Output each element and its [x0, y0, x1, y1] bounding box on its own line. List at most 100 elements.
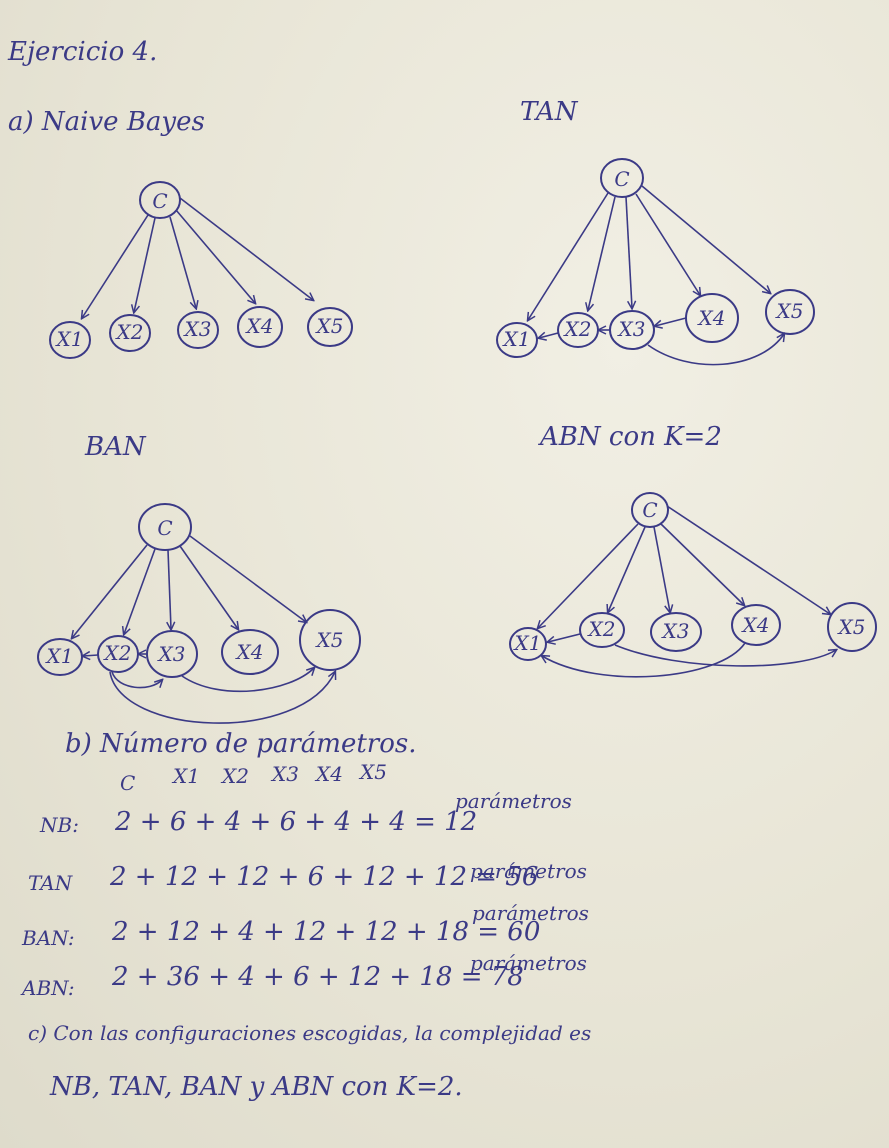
- tan-edge-c-x1: [528, 192, 609, 320]
- ban-x5-label: X5: [315, 628, 344, 652]
- nb-node-x4: [237, 306, 283, 348]
- tan-x4-label: X4: [697, 306, 726, 330]
- nb-x2-label: X2: [115, 320, 144, 344]
- network-title-ban: BAN: [84, 432, 147, 462]
- tan-network: C X1 X2 X3 X4 X5: [496, 158, 815, 366]
- tan-edge-x2-x1: [539, 333, 559, 338]
- ban-edge-x2-x1: [83, 655, 99, 656]
- ban-node-x4: [221, 629, 279, 675]
- row-expression: 2 + 12 + 4 + 12 + 12 + 18 = 60: [111, 917, 540, 947]
- abn-edge-c-x4: [660, 523, 744, 605]
- ban-network: C X1 X2 X3 X4 X5: [37, 503, 361, 724]
- ban-edge-c-x3: [168, 549, 171, 629]
- tan-edge-x4-x3: [655, 317, 687, 326]
- nb-edges: [82, 197, 313, 318]
- tan-x2-label: X2: [563, 317, 592, 341]
- nb-node-x3: [177, 311, 219, 349]
- row-expression: 2 + 36 + 4 + 6 + 12 + 18 = 78: [111, 962, 524, 992]
- parameter-column-headers: C X1 X2 X3 X4 X5: [120, 760, 387, 795]
- row-unit: parámetros: [470, 951, 587, 975]
- row-label: TAN: [28, 871, 74, 895]
- abn-node-x5: [827, 602, 877, 652]
- row-label: BAN:: [21, 926, 75, 950]
- tan-edge-c-x4: [635, 193, 700, 295]
- col-header-x4: X4: [314, 762, 343, 786]
- network-title-abn: ABN con K=2: [538, 422, 722, 452]
- ban-edge-c-x5: [189, 535, 306, 622]
- ban-edge-c-x1: [72, 544, 148, 638]
- network-title-tan: TAN: [520, 97, 579, 127]
- abn-edge-c-x3: [653, 526, 670, 612]
- abn-edge-x4-x1: [542, 642, 746, 678]
- col-header-x2: X2: [220, 764, 249, 788]
- naive-bayes-network: C X1 X2 X3 X4 X5: [49, 181, 353, 359]
- abn-x5-label: X5: [837, 615, 866, 639]
- nb-edge-c-x1: [82, 214, 149, 318]
- nb-edge-c-x2: [134, 217, 156, 312]
- nb-edge-c-x5: [179, 197, 313, 300]
- nb-x5-label: X5: [315, 314, 344, 338]
- row-expression: 2 + 6 + 4 + 6 + 4 + 4 = 12: [114, 807, 477, 837]
- ban-edge-c-x4: [179, 545, 238, 629]
- abn-edge-c-x5: [666, 505, 830, 614]
- row-unit: parámetros: [472, 901, 589, 925]
- nb-edge-c-x4: [175, 209, 255, 303]
- tan-x3-label: X3: [617, 317, 646, 341]
- ban-node-c-label: C: [157, 516, 172, 540]
- abn-node-c-label: C: [642, 498, 657, 522]
- abn-node-c: [631, 492, 669, 528]
- ban-x3-label: X3: [157, 642, 186, 666]
- nb-node-c: [139, 181, 181, 219]
- nb-edge-c-x3: [169, 216, 196, 308]
- tan-x1-label: X1: [502, 327, 531, 351]
- tan-edge-x3-x5: [647, 334, 784, 366]
- tan-edge-c-x2: [588, 196, 616, 310]
- abn-x2-label: X2: [587, 617, 616, 641]
- ban-x2-label: X2: [103, 641, 132, 665]
- section-a-label: a) Naive Bayes: [8, 107, 205, 137]
- tan-x5-label: X5: [775, 299, 804, 323]
- tan-edge-c-x3: [625, 196, 632, 308]
- section-b-title: b) Número de parámetros.: [65, 729, 416, 759]
- abn-node-x2: [579, 612, 625, 648]
- row-expression: 2 + 12 + 12 + 6 + 12 + 12 = 56: [109, 862, 538, 892]
- abn-x1-label: X1: [513, 631, 542, 655]
- abn-node-x3: [650, 612, 702, 652]
- parameter-row-abn: ABN: 2 + 36 + 4 + 6 + 12 + 18 = 78 parám…: [20, 951, 587, 1000]
- ban-x1-label: X1: [45, 644, 74, 668]
- tan-edge-c-x5: [641, 185, 770, 293]
- abn-edge-c-x1: [538, 523, 639, 628]
- abn-x3-label: X3: [661, 619, 690, 643]
- abn-edge-c-x2: [608, 526, 646, 612]
- nb-x4-label: X4: [245, 314, 274, 338]
- ban-edge-x3-x5: [181, 668, 314, 693]
- nb-node-x5: [307, 307, 353, 347]
- ban-x4-label: X4: [235, 640, 264, 664]
- row-label: NB:: [39, 813, 79, 837]
- abn-edge-x2-x1: [548, 633, 581, 642]
- tan-node-c: [600, 158, 644, 198]
- parameter-row-tan: TAN 2 + 12 + 12 + 6 + 12 + 12 = 56 parám…: [28, 859, 587, 895]
- abn-edge-x2-x5: [614, 644, 836, 667]
- col-header-c: C: [120, 771, 135, 795]
- nb-node-c-label: C: [152, 189, 167, 213]
- row-label: ABN:: [20, 976, 75, 1000]
- tan-node-c-label: C: [614, 167, 629, 191]
- exercise-heading: Ejercicio 4.: [7, 37, 157, 67]
- abn-x4-label: X4: [741, 613, 770, 637]
- abn-network: C X1 X2 X3 X4 X5: [509, 492, 877, 678]
- tan-node-x5: [765, 289, 815, 335]
- row-unit: parámetros: [470, 859, 587, 883]
- col-header-x5: X5: [358, 760, 387, 784]
- nb-attribute-nodes: X1 X2 X3 X4 X5: [49, 306, 353, 359]
- ban-edge-x2-x3b: [111, 671, 162, 689]
- parameter-row-ban: BAN: 2 + 12 + 4 + 12 + 12 + 18 = 60 pará…: [21, 901, 589, 950]
- ban-node-c: [138, 503, 192, 551]
- col-header-x3: X3: [270, 762, 299, 786]
- section-c-line2: NB, TAN, BAN y ABN con K=2.: [49, 1072, 463, 1102]
- nb-x3-label: X3: [183, 317, 212, 341]
- abn-node-x4: [731, 604, 781, 646]
- ban-edge-c-x2: [124, 548, 156, 634]
- nb-node-x2: [109, 314, 151, 352]
